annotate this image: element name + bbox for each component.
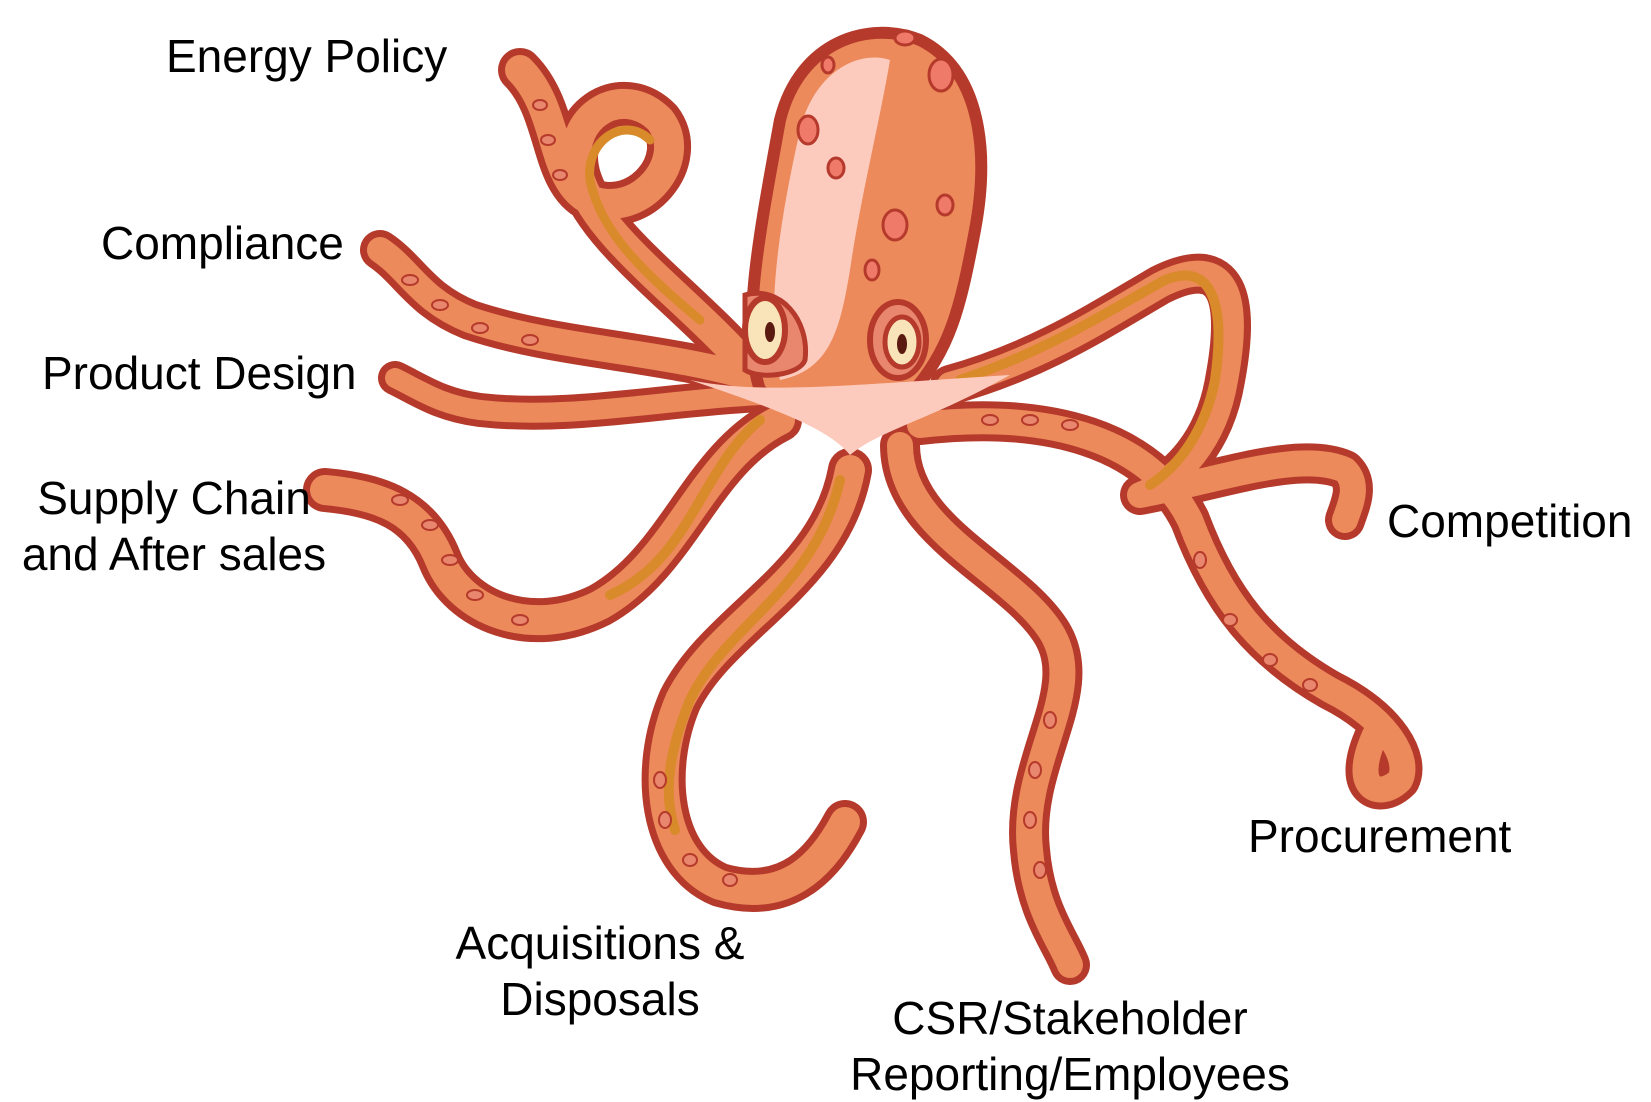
label-supply-chain-line-1: Supply Chain	[14, 470, 334, 526]
label-compliance: Compliance	[101, 215, 344, 271]
label-product-design: Product Design	[42, 345, 357, 401]
label-supply-chain-line-2: and After sales	[14, 526, 334, 582]
label-competition: Competition	[1387, 493, 1632, 549]
label-csr: CSR/Stakeholder Reporting/Employees	[830, 990, 1310, 1102]
label-csr-line-2: Reporting/Employees	[830, 1046, 1310, 1102]
label-acquisitions-line-2: Disposals	[430, 971, 770, 1027]
octopus-head	[690, 31, 1010, 455]
label-energy-policy: Energy Policy	[166, 28, 447, 84]
label-csr-line-1: CSR/Stakeholder	[830, 990, 1310, 1046]
right-eye	[870, 302, 926, 378]
label-procurement: Procurement	[1248, 808, 1511, 864]
label-acquisitions: Acquisitions & Disposals	[430, 915, 770, 1027]
label-supply-chain: Supply Chain and After sales	[14, 470, 334, 582]
label-acquisitions-line-1: Acquisitions &	[430, 915, 770, 971]
